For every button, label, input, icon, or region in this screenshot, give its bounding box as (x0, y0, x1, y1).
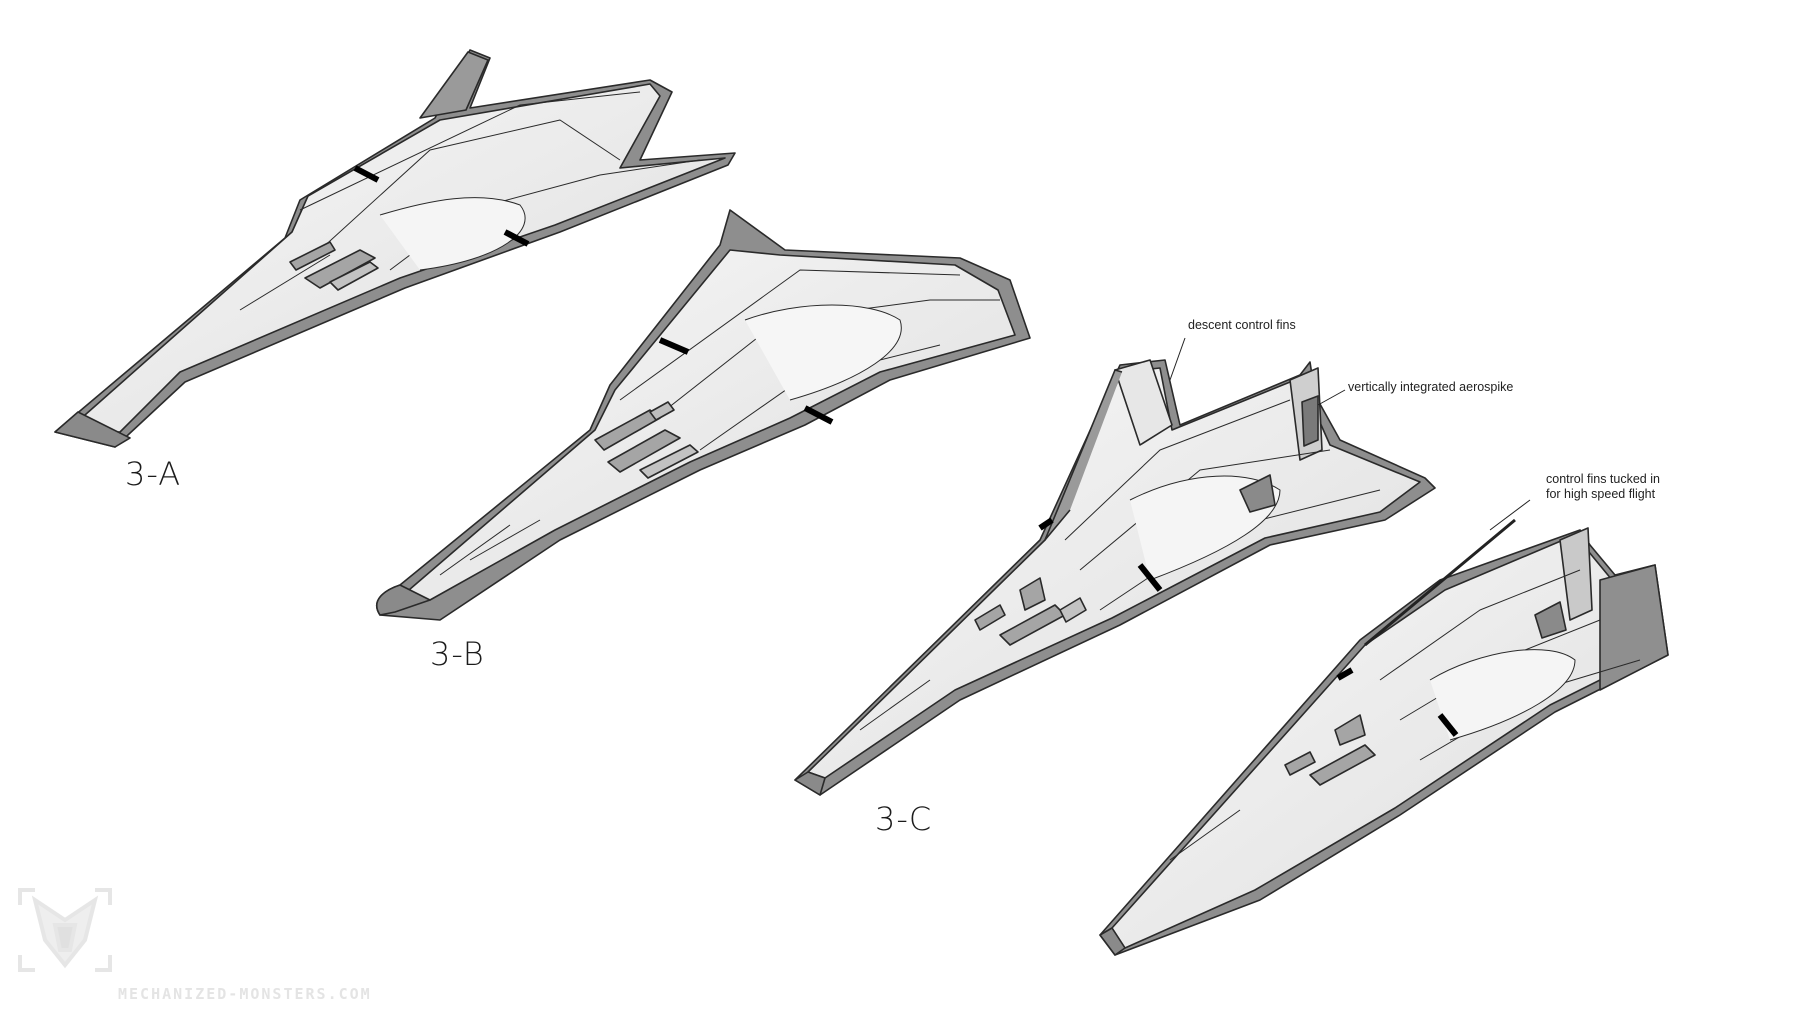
note-descent-control-fins: descent control fins (1188, 318, 1296, 332)
label-3c: 3-C (875, 800, 932, 838)
leader-descent-fins (1169, 337, 1186, 381)
ship-3c (794, 359, 1436, 796)
ship-3b (376, 209, 1031, 621)
ship-3c-tucked (1099, 518, 1669, 956)
label-3a: 3-A (125, 455, 181, 493)
watermark-logo (18, 888, 112, 972)
note-tucked-line1: control fins tucked in (1546, 472, 1660, 486)
note-vertically-integrated-aerospike: vertically integrated aerospike (1348, 380, 1514, 394)
note-tucked-line2: for high speed flight (1546, 487, 1656, 501)
note-control-fins-tucked: control fins tucked in for high speed fl… (1546, 472, 1660, 502)
ship-3a (54, 49, 736, 448)
leader-aerospike (1317, 389, 1346, 406)
leader-tucked-fins (1489, 499, 1531, 531)
label-3b: 3-B (430, 635, 485, 673)
watermark-text: MECHANIZED-MONSTERS.COM (118, 985, 372, 1003)
